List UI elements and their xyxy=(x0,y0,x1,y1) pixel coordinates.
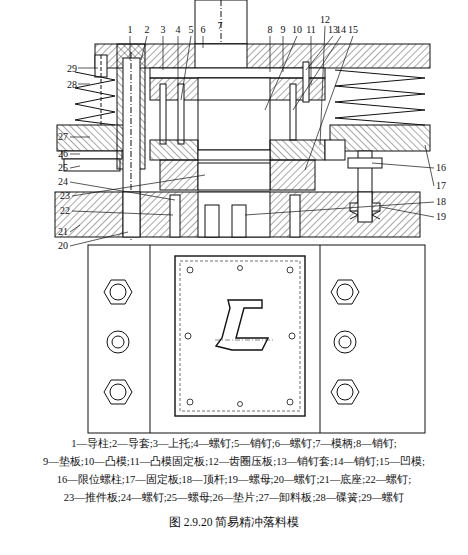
screw xyxy=(290,195,300,237)
punch xyxy=(198,78,270,150)
callout-number: 9 xyxy=(281,24,286,35)
parts-list-line: 23—推件板;24—螺钉;25—螺母;26—垫片;27—卸料板;28—碟簧;29… xyxy=(64,492,405,504)
callout-number: 10 xyxy=(292,24,302,35)
callout-number: 3 xyxy=(161,24,166,35)
pin xyxy=(160,84,166,144)
callout-number: 7 xyxy=(218,20,223,31)
disc-spring xyxy=(335,70,425,125)
callout-number: 17 xyxy=(436,180,446,191)
callout-number: 22 xyxy=(60,205,70,216)
callout-number: 19 xyxy=(436,211,446,222)
die xyxy=(160,160,198,190)
base xyxy=(55,192,420,237)
nut xyxy=(64,159,120,171)
callout-number: 8 xyxy=(268,24,273,35)
callout-number: 20 xyxy=(58,240,68,251)
parts-list-line: 9—垫板;10—凸模;11—凸模固定板;12—齿圈压板;13—销钉套;14—销钉… xyxy=(43,456,425,468)
callout-number: 6 xyxy=(201,24,206,35)
blank-contour xyxy=(216,300,268,350)
callout-number: 14 xyxy=(336,24,346,35)
die-square xyxy=(175,256,305,416)
callout-number: 11 xyxy=(306,24,316,35)
callout-number: 1 xyxy=(128,24,133,35)
callout-number: 21 xyxy=(58,226,68,237)
base-outline xyxy=(88,245,425,433)
screw-crosses xyxy=(185,266,295,407)
callout-number: 16 xyxy=(436,162,446,173)
callout-number: 27 xyxy=(58,131,68,142)
leader-lines xyxy=(70,26,434,246)
nut-hex xyxy=(104,280,359,404)
callout-number: 2 xyxy=(145,24,150,35)
figure-caption: 图 2.9.20 简易精冲落料模 xyxy=(169,516,300,529)
callout-number: 5 xyxy=(189,24,194,35)
callout-number: 4 xyxy=(176,24,181,35)
callout-number: 25 xyxy=(58,162,68,173)
parts-list-line: 16—限位螺柱;17—固定板;18—顶杆;19—螺母;20—螺钉;21—底座;2… xyxy=(57,474,411,486)
ejector-plate xyxy=(198,163,270,190)
ejector-pin xyxy=(205,205,219,237)
vee-ring-plate xyxy=(150,140,198,160)
callout-number: 15 xyxy=(348,24,358,35)
callout-number: 29 xyxy=(67,63,77,74)
section-view xyxy=(55,0,434,246)
callout-number: 18 xyxy=(436,196,446,207)
callout-number: 23 xyxy=(60,190,70,201)
parts-list-line: 1—导柱;2—导套;3—上托;4—螺钉;5—销钉;6—螺钉;7—模柄;8—销钉; xyxy=(71,438,396,450)
callout-number: 24 xyxy=(58,176,68,187)
callout-number: 28 xyxy=(67,79,77,90)
callout-number: 26 xyxy=(58,148,68,159)
callout-number: 12 xyxy=(320,14,330,25)
disc-spring xyxy=(75,72,115,125)
guide-post xyxy=(123,58,140,236)
backing-plate xyxy=(150,68,325,78)
plan-view xyxy=(88,245,425,433)
washer xyxy=(62,151,122,159)
